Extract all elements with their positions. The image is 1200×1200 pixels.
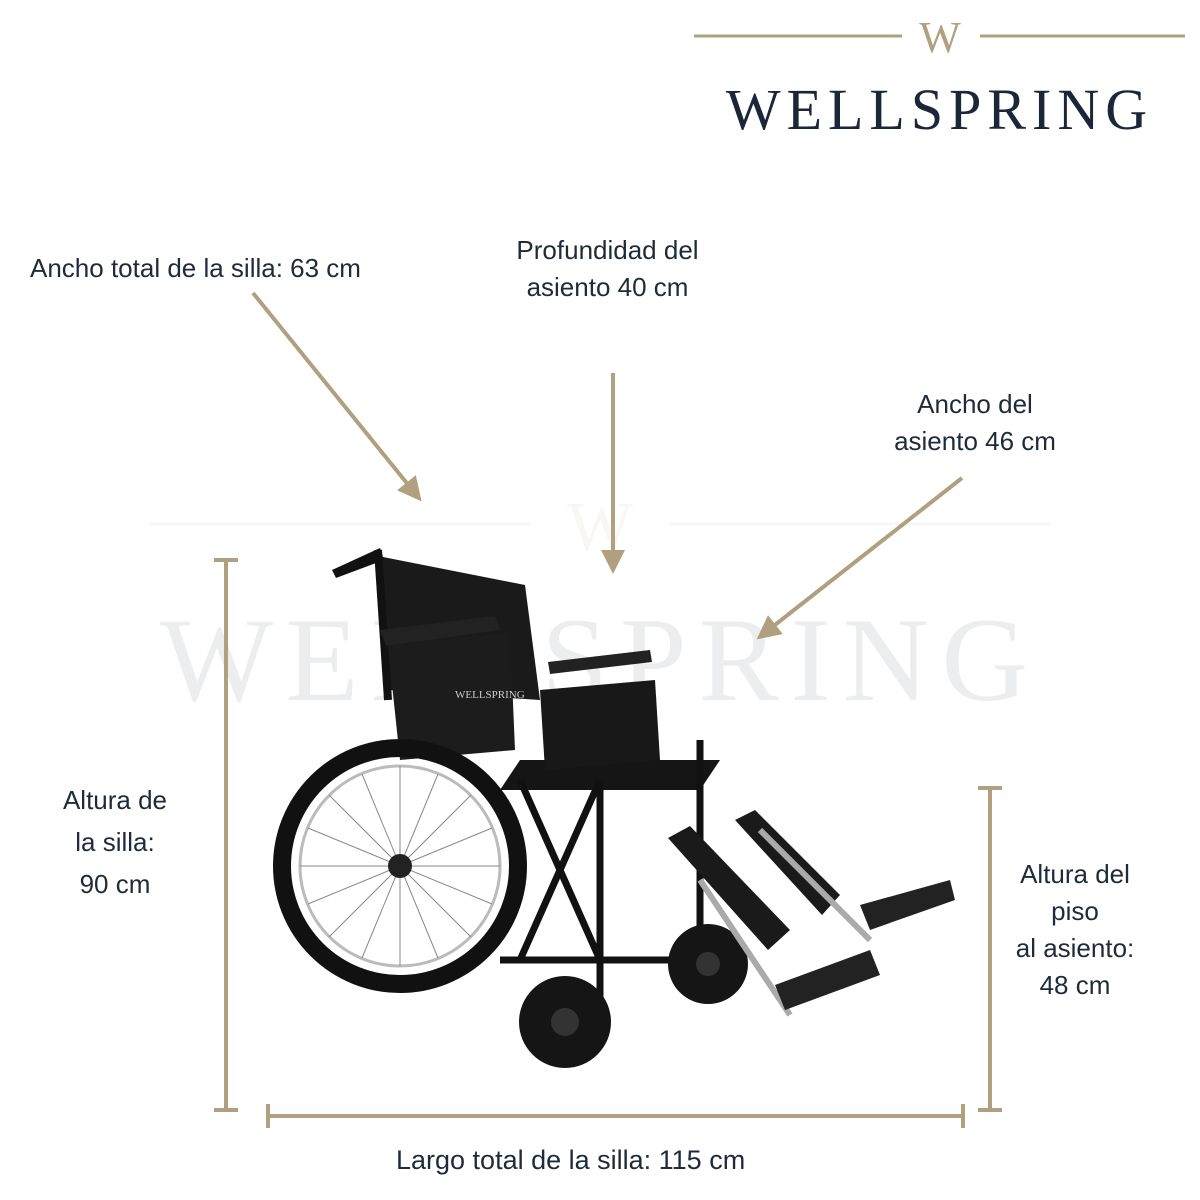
label-seat-depth: Profundidad del asiento 40 cm <box>500 232 715 306</box>
label-seat-width-line2: asiento 46 cm <box>894 426 1056 456</box>
label-seat-height-line2: piso <box>1051 896 1099 926</box>
label-seat-height-line3: al asiento: <box>1015 933 1135 963</box>
svg-text:W: W <box>919 13 961 62</box>
wheelchair-image: WELLSPRING <box>273 548 955 1068</box>
label-overall-width: Ancho total de la silla: 63 cm <box>30 253 361 283</box>
wellspring-logo: W WELLSPRING <box>692 12 1187 142</box>
label-seat-depth-line1: Profundidad del <box>516 235 699 265</box>
label-chair-height-line1: Altura de <box>62 785 168 815</box>
label-seat-width: Ancho del asiento 46 cm <box>880 386 1070 460</box>
label-overall-length: Largo total de la silla: 115 cm <box>396 1145 746 1175</box>
label-chair-height-line2: la silla: <box>75 827 155 857</box>
label-chair-height-line3: 90 cm <box>79 869 151 899</box>
svg-text:WELLSPRING: WELLSPRING <box>455 689 525 701</box>
label-seat-height: Altura del piso al asiento: 48 cm <box>1005 856 1145 1004</box>
dimension-chair-height <box>214 558 238 1112</box>
logo-monogram-icon: W <box>694 13 1185 62</box>
arrow-overall-width <box>251 291 422 502</box>
label-seat-height-line4: 48 cm <box>1039 970 1111 1000</box>
dimension-overall-length <box>266 1104 965 1128</box>
label-seat-height-line1: Altura del <box>1020 859 1130 889</box>
label-seat-depth-line2: asiento 40 cm <box>526 272 689 302</box>
dimension-seat-height <box>978 786 1002 1112</box>
label-seat-width-line1: Ancho del <box>917 389 1033 419</box>
brand-name: WELLSPRING <box>725 77 1154 142</box>
arrow-seat-width <box>756 476 964 640</box>
label-chair-height: Altura de la silla: 90 cm <box>40 779 190 905</box>
